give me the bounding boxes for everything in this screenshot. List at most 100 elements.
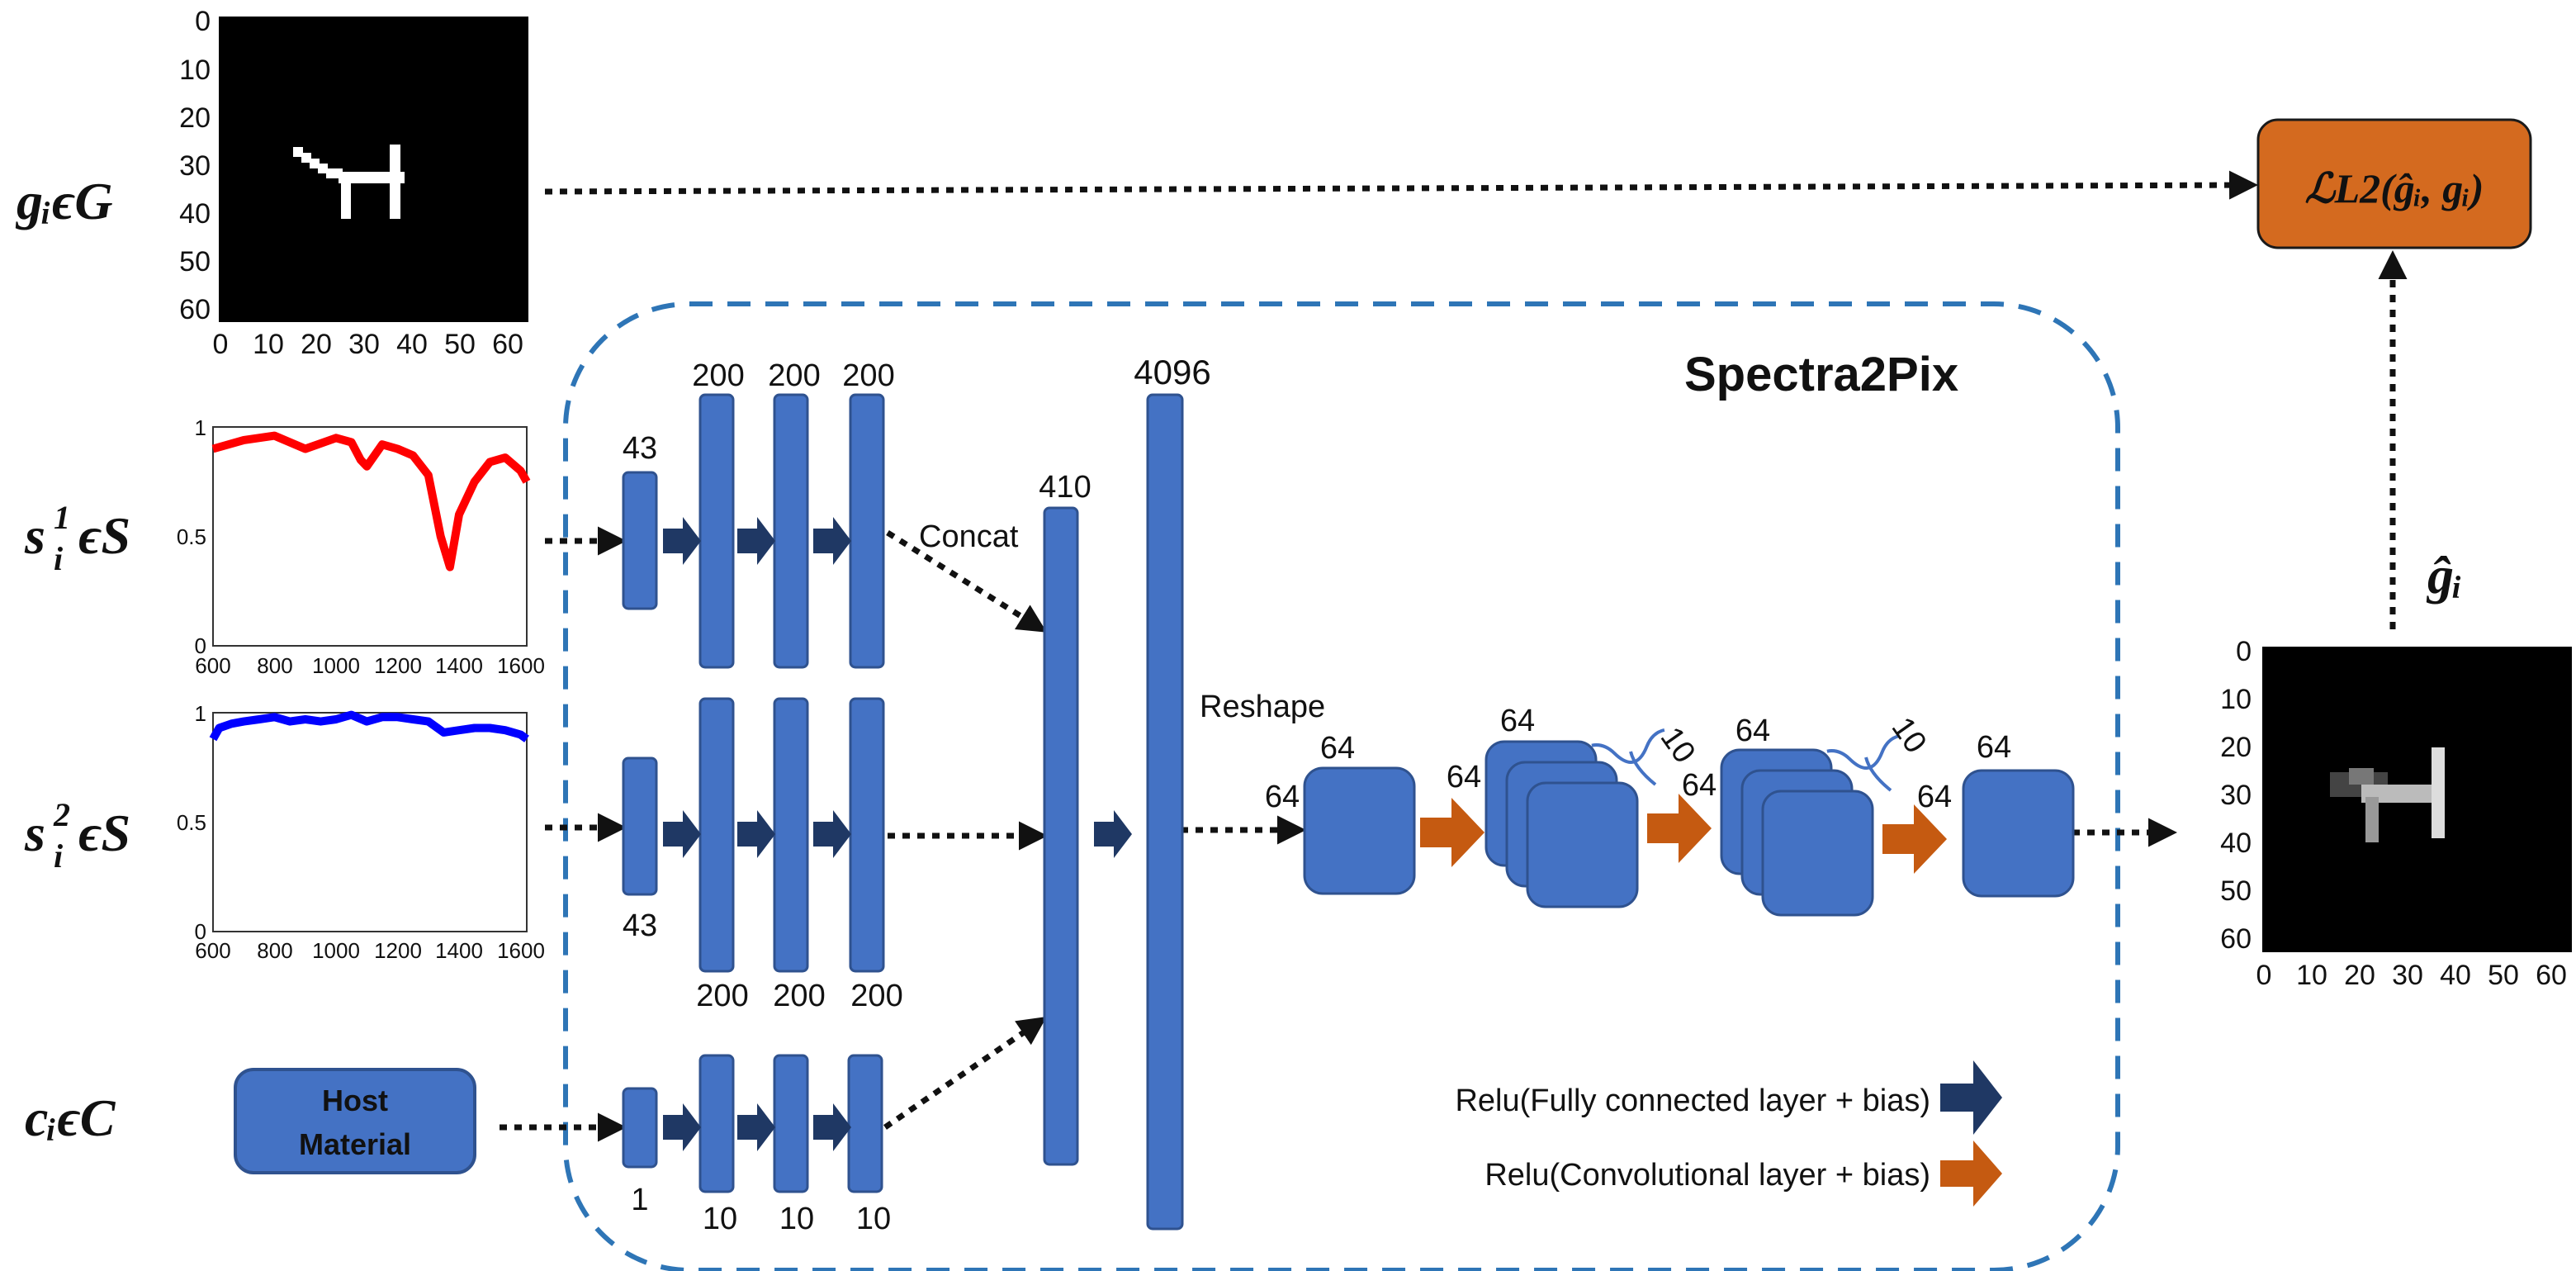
conv2-side-size: 64 — [1447, 760, 1481, 794]
gt-ytick: 20 — [179, 102, 211, 134]
s1-fc3-size: 200 — [842, 358, 894, 393]
spec1-xtick: 600 — [195, 653, 230, 678]
conv1-side-size: 64 — [1265, 780, 1300, 814]
gt-xtick: 40 — [396, 329, 428, 360]
label-s1-rest: ϵS — [78, 506, 130, 565]
pred-x-ticks: 0 10 20 30 40 50 60 — [2256, 960, 2567, 991]
conv-block-2-c — [1526, 781, 1639, 908]
legend-conv-label: Relu(Convolutional layer + bias) — [1485, 1158, 1930, 1193]
conv-blocks — [1303, 740, 2075, 917]
arrow-s1-to-concat — [886, 530, 1047, 633]
spec1-ytick: 0.5 — [177, 524, 206, 549]
s1-fc-layer-3 — [849, 393, 885, 669]
arrow-gt-to-loss — [544, 170, 2258, 200]
fc-arrow — [737, 810, 775, 858]
pred-xtick: 10 — [2296, 960, 2327, 991]
label-s2: s 2 i ϵS — [24, 796, 130, 875]
spec2-xtick: 1600 — [497, 938, 545, 963]
fc-arrow — [663, 810, 701, 858]
spectrum1-series-line — [211, 431, 531, 571]
s1-input-size: 43 — [623, 431, 657, 466]
gt-xtick: 0 — [213, 329, 229, 360]
fc-arrow — [813, 517, 851, 565]
label-s2-rest: ϵS — [78, 804, 130, 862]
fc-arrow — [813, 1103, 851, 1151]
spec2-xtick: 800 — [257, 938, 292, 963]
spec1-xtick: 1000 — [312, 653, 360, 678]
conv-arrow — [1420, 798, 1485, 867]
label-g-hat: ĝᵢ — [2426, 546, 2463, 605]
label-c: cᵢϵC — [25, 1088, 116, 1147]
dotted-arrows — [500, 170, 2408, 1142]
pred-ytick: 20 — [2220, 732, 2252, 763]
pred-xtick: 20 — [2344, 960, 2375, 991]
spectrum2-yticks: 1 0.5 0 — [177, 701, 206, 944]
spec1-ytick: 0 — [195, 633, 206, 658]
conv-block-1 — [1303, 766, 1416, 895]
spec2-xtick: 1200 — [374, 938, 422, 963]
label-s1: s 1 i ϵS — [24, 499, 130, 577]
spectrum-plot-2: 1 0.5 0 600 800 1000 1200 1400 1600 — [177, 701, 545, 963]
spec1-xtick: 1600 — [497, 653, 545, 678]
dense-4096-layer — [1146, 393, 1184, 1231]
c-input-size: 1 — [631, 1183, 648, 1217]
legend-conv-arrow — [1940, 1141, 2002, 1207]
spec2-ytick: 0.5 — [177, 810, 206, 835]
gt-ytick: 60 — [179, 294, 211, 325]
conv-block-4 — [1962, 769, 2075, 898]
pred-ytick: 0 — [2236, 636, 2252, 667]
gt-ytick: 10 — [179, 55, 211, 86]
s2-fc-layer-2 — [773, 697, 809, 973]
gt-ytick: 0 — [195, 6, 211, 37]
fc-arrow — [663, 1103, 701, 1151]
gt-y-ticks: 0 10 20 30 40 50 60 — [179, 6, 211, 325]
c-fc-layer-3 — [847, 1054, 883, 1193]
s1-fc-layer-2 — [773, 393, 809, 669]
pred-xtick: 0 — [2256, 960, 2272, 991]
ground-truth-image: 0 10 20 30 40 50 60 0 10 20 30 40 50 60 — [179, 6, 528, 360]
legend: Relu(Fully connected layer + bias) Relu(… — [1455, 1060, 2002, 1207]
pred-ytick: 30 — [2220, 780, 2252, 811]
c-fc1-size: 10 — [703, 1202, 737, 1236]
s2-input-size: 43 — [623, 908, 657, 943]
c-input-layer — [622, 1087, 658, 1169]
layer-size-labels: 43 200 200 200 43 200 200 200 1 10 10 10… — [623, 353, 1325, 1236]
loss-label: ℒL2(ĝᵢ, gᵢ) — [2305, 165, 2484, 211]
fc-layers — [622, 393, 1184, 1231]
label-s2-sub: i — [54, 837, 63, 875]
pred-xtick: 50 — [2488, 960, 2519, 991]
gt-xtick: 30 — [348, 329, 380, 360]
c-fc-layer-2 — [773, 1054, 809, 1193]
loss-box: ℒL2(ĝᵢ, gᵢ) — [2256, 118, 2532, 249]
s2-fc-layer-3 — [849, 697, 885, 973]
pred-ytick: 60 — [2220, 923, 2252, 955]
channel-brace-1-tail — [1629, 751, 1657, 786]
s1-input-layer — [622, 471, 658, 610]
model-title: Spectra2Pix — [1684, 348, 1958, 401]
fc-arrow — [737, 517, 775, 565]
channel-braces — [1591, 728, 1901, 792]
spec1-xtick: 800 — [257, 653, 292, 678]
pred-ytick: 50 — [2220, 875, 2252, 907]
host-material-line1: Host — [322, 1084, 388, 1117]
spec1-xtick: 1200 — [374, 653, 422, 678]
legend-fc-label: Relu(Fully connected layer + bias) — [1455, 1084, 1930, 1118]
reshape-label: Reshape — [1200, 690, 1325, 724]
host-material-box: Host Material — [234, 1068, 476, 1174]
channel-brace-2-tail — [1864, 756, 1892, 792]
s2-fc-layer-1 — [698, 697, 735, 973]
gt-ytick: 30 — [179, 150, 211, 182]
predicted-image: 0 10 20 30 40 50 60 0 10 20 30 40 50 60 — [2220, 636, 2572, 991]
spec2-ytick: 1 — [195, 701, 206, 726]
gt-digit-shape — [293, 145, 405, 219]
spec1-xtick: 1400 — [435, 653, 483, 678]
conv1-top-size: 64 — [1320, 731, 1355, 766]
spectrum1-yticks: 1 0.5 0 — [177, 415, 206, 658]
spec2-xtick: 600 — [195, 938, 230, 963]
spec2-ytick: 0 — [195, 919, 206, 944]
label-s2-sup: 2 — [53, 796, 70, 833]
spec2-xtick: 1000 — [312, 938, 360, 963]
s1-fc1-size: 200 — [692, 358, 744, 393]
conv-arrow — [1882, 804, 1947, 874]
